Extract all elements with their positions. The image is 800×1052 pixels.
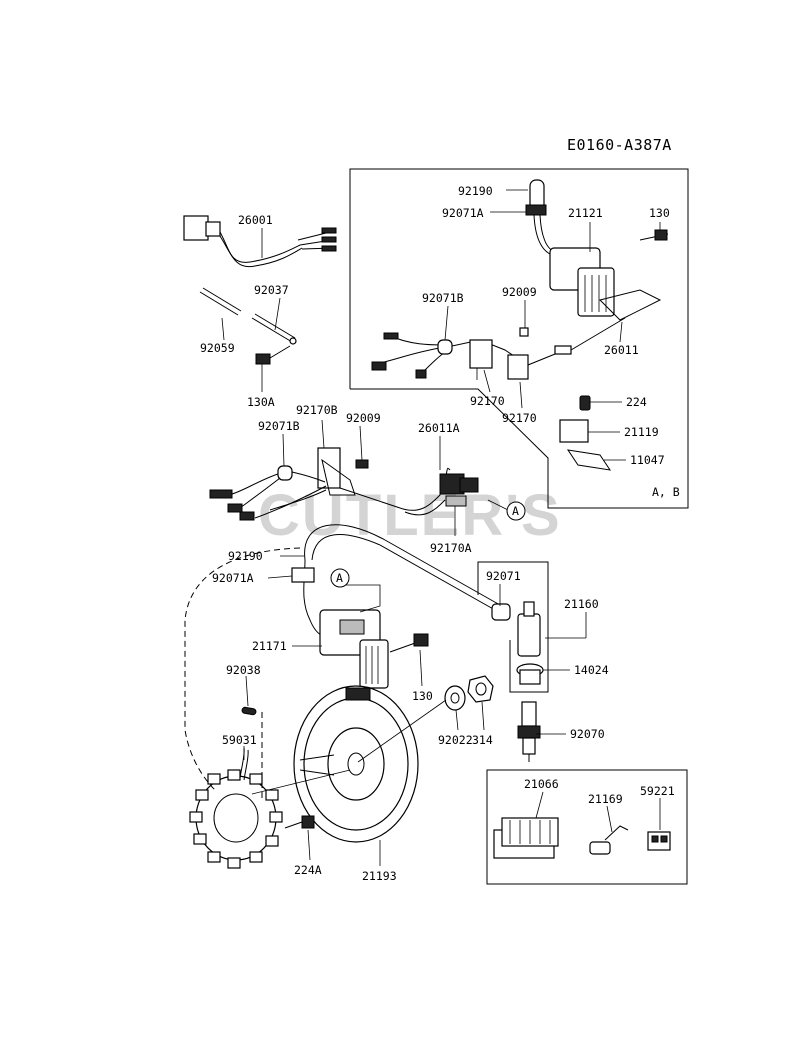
part-labels: 92190 92071A 21121 130 26001 92037 92009…	[200, 184, 675, 883]
pin-92059	[199, 287, 242, 316]
label-26011: 26011	[604, 343, 639, 357]
label-92190-top: 92190	[458, 184, 493, 198]
label-21193: 21193	[362, 869, 397, 883]
label-130-mid: 130	[412, 689, 433, 703]
label-92071a-mid: 92071A	[212, 571, 254, 585]
ignition-coil-upper	[525, 179, 662, 321]
label-21171: 21171	[252, 639, 287, 653]
screw-130-top	[639, 229, 669, 241]
ref-marker-a-2: A	[330, 568, 381, 613]
label-224a: 224A	[294, 863, 322, 877]
label-130-top: 130	[649, 206, 670, 220]
accessory-kit-box	[486, 769, 688, 885]
bolt-130-mid	[389, 633, 429, 653]
kit-box-label: A, B	[652, 485, 680, 499]
label-92059: 92059	[200, 341, 235, 355]
ref-marker-a-2-label: A	[336, 571, 343, 585]
label-92190-mid: 92190	[228, 549, 263, 563]
shaft-line	[251, 769, 351, 795]
label-26001: 26001	[238, 213, 273, 227]
flywheel-axis-line	[357, 699, 447, 763]
harness-upper-box	[371, 317, 626, 380]
label-26011a: 26011A	[418, 421, 460, 435]
label-59031: 59031	[222, 733, 257, 747]
label-21121: 21121	[568, 206, 603, 220]
ignition-coil-lower	[291, 524, 501, 689]
pin-92037	[251, 313, 297, 345]
harness-middle	[209, 447, 401, 521]
label-224: 224	[626, 395, 647, 409]
leader-lines	[221, 189, 661, 866]
label-92037: 92037	[254, 283, 289, 297]
module-21119	[559, 395, 612, 471]
spark-plug-92070	[517, 701, 541, 762]
label-92009-mid: 92009	[346, 411, 381, 425]
stator-59031	[189, 747, 283, 869]
label-92022: 92022	[438, 733, 473, 747]
label-92070: 92070	[570, 727, 605, 741]
label-92071: 92071	[486, 569, 521, 583]
label-21119: 21119	[624, 425, 659, 439]
label-92038: 92038	[226, 663, 261, 677]
label-92170a: 92170A	[430, 541, 472, 555]
washer-92022	[444, 685, 466, 711]
label-92170b: 92170B	[296, 403, 338, 417]
label-21169: 21169	[588, 792, 623, 806]
label-21066: 21066	[524, 777, 559, 791]
label-92071a-top: 92071A	[442, 206, 484, 220]
label-314: 314	[472, 733, 493, 747]
lead-wire-26011a	[399, 467, 479, 516]
diagram-code: E0160-A387A	[567, 136, 672, 154]
ref-marker-a-1-label: A	[512, 504, 519, 518]
label-59221: 59221	[640, 784, 675, 798]
label-11047: 11047	[630, 453, 665, 467]
label-92071b-top: 92071B	[422, 291, 464, 305]
label-92170-b: 92170	[502, 411, 537, 425]
label-92009-top: 92009	[502, 285, 537, 299]
label-130a: 130A	[247, 395, 275, 409]
plug-cap-21160	[477, 561, 549, 693]
screw-224a	[284, 815, 315, 829]
label-92071b-mid: 92071B	[258, 419, 300, 433]
key-92038	[241, 706, 257, 716]
kit-box-ab: A, B	[349, 168, 689, 509]
bolt-130a	[255, 345, 291, 365]
label-21160: 21160	[564, 597, 599, 611]
flywheel-21193	[293, 685, 419, 843]
wire-harness-26001	[183, 215, 337, 268]
label-92170-a: 92170	[470, 394, 505, 408]
assembly-line-left	[184, 547, 301, 791]
label-14024: 14024	[574, 663, 609, 677]
ref-marker-a-1: A	[487, 499, 526, 521]
nut-314	[467, 675, 494, 703]
